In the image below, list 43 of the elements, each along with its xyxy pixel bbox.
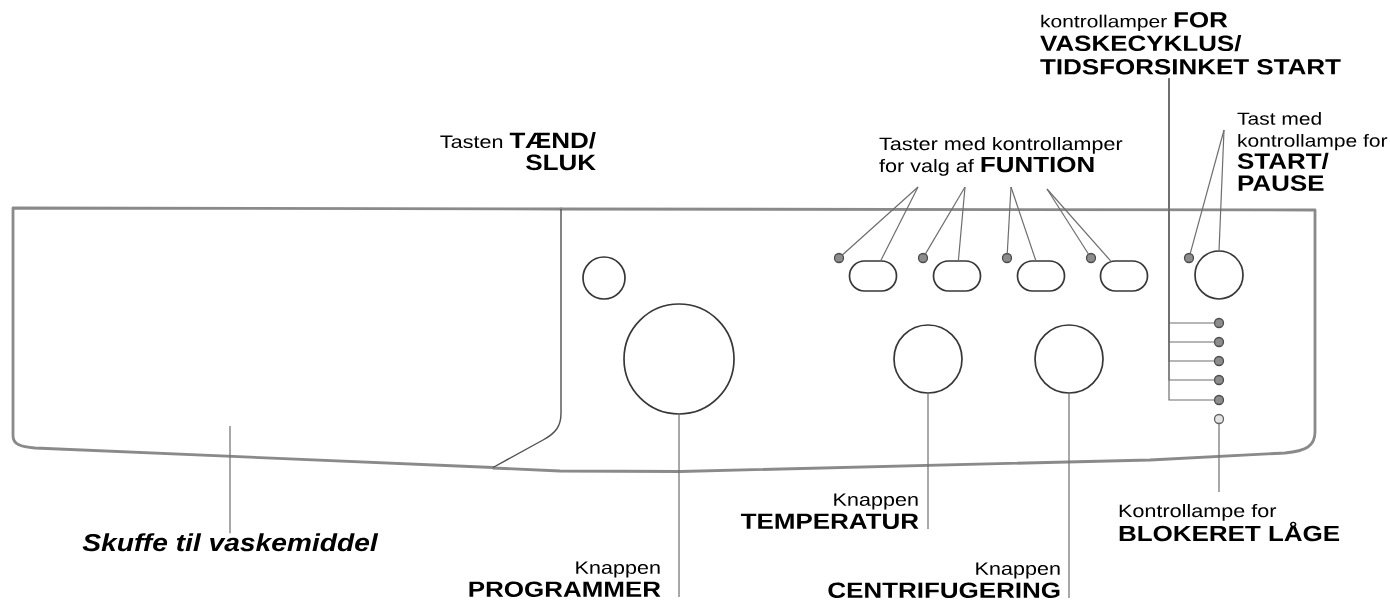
part-label: Taster med kontrollamper for valg af FUNTION xyxy=(879,137,1123,176)
part-label: Tast med kontrollampe for START/ PAUSE xyxy=(1237,112,1388,191)
leader-line xyxy=(1046,188,1112,263)
part-label: Kontrollampe for BLOKERET LÅGE xyxy=(1119,504,1340,542)
indicator-lamp xyxy=(1085,252,1097,264)
start-button xyxy=(1194,250,1244,300)
leader-line xyxy=(924,186,966,255)
detergent-drawer xyxy=(11,206,563,469)
function-button xyxy=(932,260,982,292)
leader-line xyxy=(229,425,231,534)
part-label: kontrollamper FOR VASKECYKLUS/ TIDSFORSINKET START xyxy=(1040,12,1341,75)
indicator-lamp xyxy=(917,252,929,264)
leader-line xyxy=(678,413,680,598)
indicator-lamp xyxy=(1213,336,1225,348)
part-label: Tasten TÆND/ SLUK xyxy=(440,132,596,171)
function-button xyxy=(1099,260,1149,292)
leader-line xyxy=(927,392,929,530)
rotary-knob xyxy=(1034,324,1104,394)
indicator-lamp xyxy=(1001,252,1013,264)
rotary-knob xyxy=(893,324,963,394)
indicator-lamp xyxy=(1183,252,1195,264)
indicator-lamp xyxy=(1213,394,1225,406)
indicator-lamp xyxy=(833,252,845,264)
leader-line xyxy=(1010,186,1037,262)
leader-line xyxy=(880,186,919,262)
part-label: Knappen CENTRIFUGERING xyxy=(828,562,1060,598)
indicator-lamp xyxy=(1213,413,1225,425)
part-label: Knappen PROGRAMMER xyxy=(469,561,661,597)
leader-line xyxy=(1068,392,1070,599)
function-button xyxy=(848,260,898,292)
leader-line xyxy=(1218,129,1225,252)
indicator-lamp xyxy=(1213,355,1225,367)
function-button xyxy=(1016,260,1066,292)
leader-line xyxy=(957,186,966,262)
part-label: Knappen TEMPERATUR xyxy=(740,493,919,529)
part-label: Skuffe til vaskemiddel xyxy=(82,533,379,552)
indicator-lamp xyxy=(1213,374,1225,386)
indicator-lamp xyxy=(1213,317,1225,329)
leader-line xyxy=(841,186,919,256)
leader-line xyxy=(1218,422,1220,493)
rotary-knob xyxy=(623,303,735,415)
leader-line xyxy=(1006,186,1012,255)
power-button xyxy=(582,256,626,300)
